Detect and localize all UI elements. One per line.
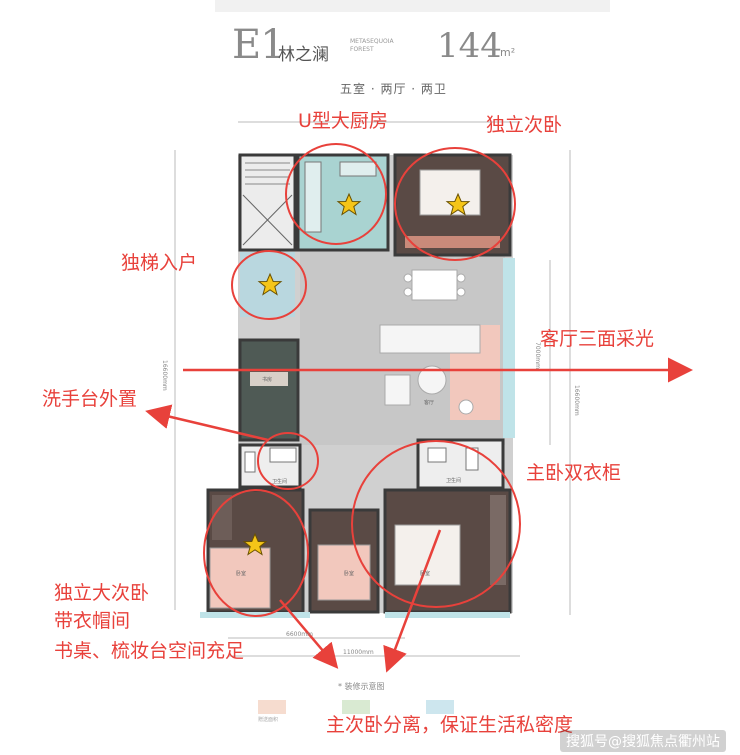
room-label-living: 客厅 bbox=[424, 400, 435, 406]
dim-right-height: 16600mm bbox=[573, 385, 580, 416]
arrow-icon bbox=[279, 599, 339, 669]
annotation-elevator: 独梯入户 bbox=[121, 252, 198, 274]
room-label-bed3: 卧室 bbox=[420, 571, 431, 577]
annotation-big-bedroom-1: 独立大次卧 bbox=[54, 582, 150, 604]
area-value: 144 bbox=[437, 26, 502, 66]
stairs bbox=[245, 162, 290, 185]
annotation-separation: 主次卧分离，保证生活私密度 bbox=[326, 714, 574, 736]
annotation-second-bedroom: 独立次卧 bbox=[486, 114, 563, 136]
legend-swatch-2 bbox=[342, 700, 370, 714]
annotation-big-bedroom-2: 带衣帽间 bbox=[54, 610, 131, 632]
project-name: 林之澜 bbox=[278, 45, 329, 65]
project-name-en: METASEQUOIA FOREST bbox=[350, 38, 394, 53]
sofa bbox=[379, 324, 481, 354]
arrow-icon bbox=[145, 404, 269, 442]
room-label-bed2: 卧室 bbox=[344, 571, 355, 577]
annotation-kitchen: U型大厨房 bbox=[298, 110, 388, 132]
star-icon bbox=[336, 192, 362, 216]
arrows bbox=[145, 357, 693, 673]
star-icon bbox=[257, 272, 283, 296]
area-unit: m² bbox=[500, 46, 516, 59]
legend-text-1: 赠送面积 bbox=[258, 717, 279, 723]
master-bed bbox=[394, 524, 461, 586]
legend-swatch-3 bbox=[426, 700, 454, 714]
room-label-bath1: 卫生间 bbox=[272, 479, 288, 485]
page-top-edge bbox=[215, 0, 610, 12]
armchair bbox=[384, 374, 411, 406]
star-icon bbox=[445, 192, 471, 216]
highlight-circles bbox=[203, 143, 521, 617]
elevator-shaft bbox=[238, 153, 297, 252]
layout-type: 五室 · 两厅 · 两卫 bbox=[340, 82, 447, 96]
arrow-icon bbox=[383, 529, 442, 673]
annotation-master-wardrobe: 主卧双衣柜 bbox=[526, 462, 622, 484]
watermark: 搜狐号@搜狐焦点衢州站 bbox=[560, 730, 726, 752]
study-room bbox=[238, 338, 300, 442]
room-label-bed1: 卧室 bbox=[236, 571, 247, 577]
dining-table bbox=[403, 269, 466, 301]
dim-left-height: 16600mm bbox=[161, 360, 168, 391]
legend-swatch-1 bbox=[258, 700, 286, 714]
star-icon bbox=[242, 532, 268, 556]
washbasin bbox=[269, 447, 297, 463]
footnote: * 装修示意图 bbox=[338, 682, 385, 691]
annotation-big-bedroom-3: 书桌、梳妆台空间充足 bbox=[54, 640, 245, 662]
dim-bottom-partial: 6600mm bbox=[286, 631, 313, 638]
dim-bottom-total: 11000mm bbox=[343, 649, 374, 656]
big-bedroom-bed bbox=[209, 547, 271, 609]
room-label-bath2: 卫生间 bbox=[446, 478, 462, 484]
annotation-living-light: 客厅三面采光 bbox=[540, 328, 655, 350]
master-wardrobe bbox=[490, 495, 506, 585]
annotation-washbasin: 洗手台外置 bbox=[42, 388, 138, 410]
model-code: E1 bbox=[232, 22, 286, 68]
room-label-study: 书房 bbox=[262, 377, 273, 383]
dimension-lines bbox=[174, 121, 571, 657]
coffee-table bbox=[417, 365, 447, 395]
